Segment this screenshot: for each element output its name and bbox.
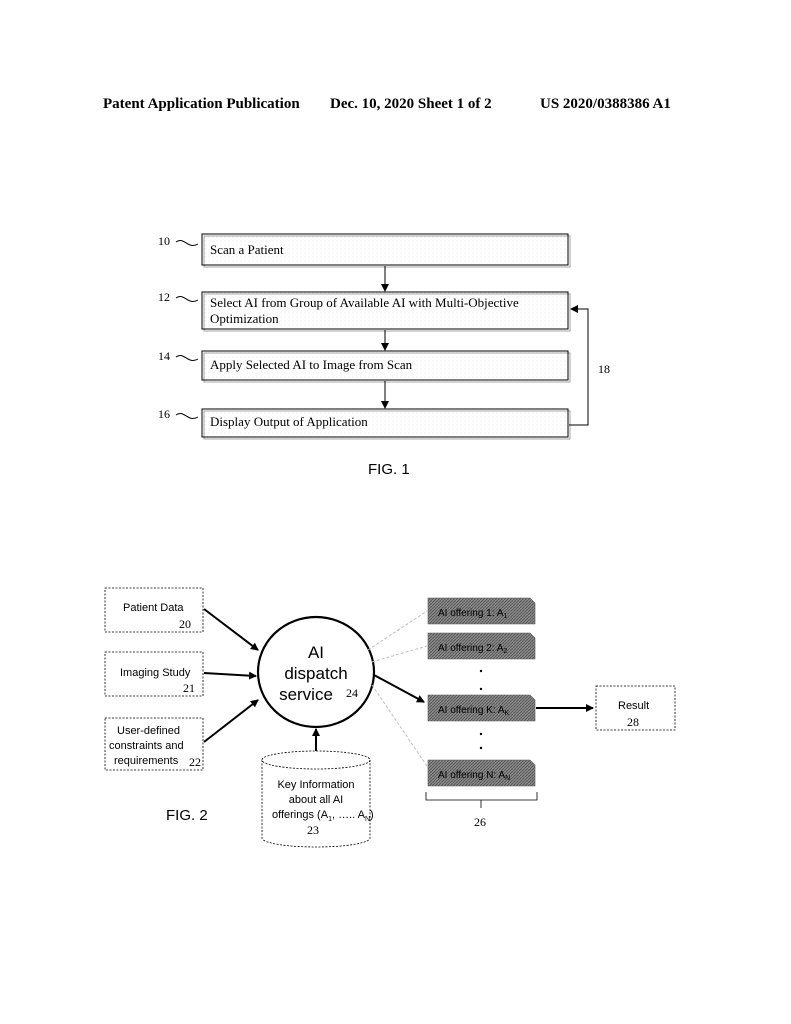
step-select-ai: Select AI from Group of Available AI wit… (158, 290, 570, 331)
offerings-ref-numeral: 26 (474, 815, 486, 829)
leader-line (176, 240, 198, 245)
ref-numeral: 10 (158, 234, 170, 248)
figure-caption: FIG. 1 (368, 461, 410, 478)
loop-ref-numeral: 18 (598, 362, 610, 376)
result-box: Result 28 (596, 686, 675, 730)
offering-label: AI offering 1: A1 (438, 608, 507, 620)
offering-label: AI offering K: AK (438, 705, 510, 717)
leader-line (176, 296, 198, 301)
input-label-line-1: User-defined (117, 725, 180, 737)
ellipsis-dots (480, 670, 482, 690)
step-label: Display Output of Application (210, 414, 368, 429)
input-arrow (204, 609, 258, 650)
step-apply-ai: Apply Selected AI to Image from Scan 14 (158, 349, 570, 382)
leader-line (176, 413, 198, 418)
input-arrow (204, 673, 256, 676)
ref-numeral: 23 (307, 823, 319, 837)
ai-offering-2: AI offering 2: A2 (428, 633, 535, 659)
result-label: Result (618, 700, 649, 712)
ref-numeral: 12 (158, 290, 170, 304)
input-label-line-2: constraints and (109, 740, 184, 752)
leader-line (176, 355, 198, 360)
ref-numeral: 24 (346, 686, 358, 700)
ref-numeral: 20 (179, 617, 191, 631)
key-information-database: Key Information about all AI offerings (… (262, 751, 374, 847)
figure-1: Scan a Patient 10 Select AI from Group o… (158, 234, 610, 478)
figure-caption: FIG. 2 (166, 807, 208, 824)
step-label-line-1: Select AI from Group of Available AI wit… (210, 295, 519, 310)
database-label-line-3: offerings (A1, ….. AN) (272, 809, 374, 823)
ref-numeral: 21 (183, 681, 195, 695)
ref-numeral: 16 (158, 407, 170, 421)
ai-offering-1: AI offering 1: A1 (428, 598, 535, 624)
ref-numeral: 22 (189, 755, 201, 769)
step-label: Apply Selected AI to Image from Scan (210, 357, 413, 372)
ellipsis-dots (480, 733, 482, 749)
dispatch-label-line-2: dispatch (284, 664, 347, 683)
offering-label: AI offering 2: A2 (438, 643, 507, 655)
figure-2: Patient Data 20 Imaging Study 21 User-de… (105, 588, 675, 847)
input-user-constraints: User-defined constraints and requirement… (105, 718, 203, 770)
dispatch-label-line-3: service (279, 685, 333, 704)
input-arrow (204, 700, 258, 742)
input-label: Patient Data (123, 602, 184, 614)
ref-numeral: 28 (627, 715, 639, 729)
feedback-loop-arrow (569, 309, 588, 425)
ref-numeral: 14 (158, 349, 170, 363)
dispatch-label-line-1: AI (308, 643, 324, 662)
offerings-bracket (426, 792, 537, 800)
step-label-line-2: Optimization (210, 311, 279, 326)
database-label-line-1: Key Information (277, 779, 354, 791)
ai-offering-k: AI offering K: AK (428, 695, 535, 721)
ai-dispatch-service: AI dispatch service 24 (258, 617, 374, 727)
database-label-line-2: about all AI (289, 794, 343, 806)
input-imaging-study: Imaging Study 21 (105, 652, 203, 696)
step-label: Scan a Patient (210, 242, 284, 257)
step-scan-patient: Scan a Patient 10 (158, 234, 570, 267)
step-display-output: Display Output of Application 16 (158, 407, 570, 439)
offering-label: AI offering N: AN (438, 770, 510, 782)
input-label: Imaging Study (120, 667, 191, 679)
input-patient-data: Patient Data 20 (105, 588, 203, 632)
ai-offering-n: AI offering N: AN (428, 760, 535, 786)
selected-offering-arrow (374, 675, 424, 702)
input-label-line-3: requirements (114, 755, 179, 767)
